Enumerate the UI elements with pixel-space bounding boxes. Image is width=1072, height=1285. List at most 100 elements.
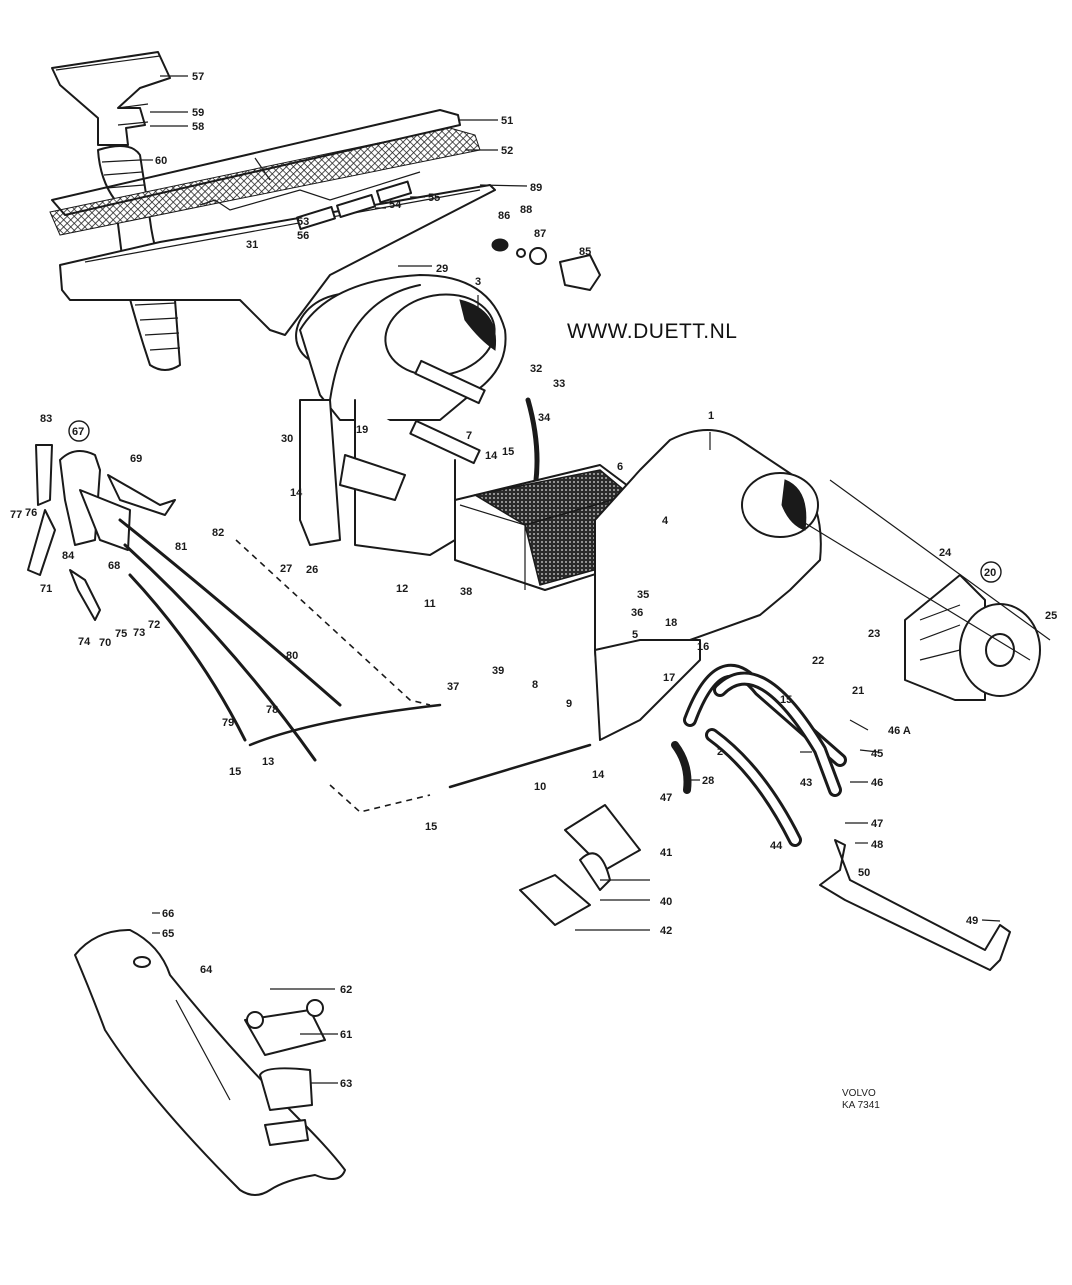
callout-50: 50 [858,867,870,879]
switch-assembly [491,238,601,291]
callout-65: 65 [162,928,174,940]
defroster-nozzle [51,51,171,146]
callout-25: 25 [1045,610,1057,622]
callout-66: 66 [162,908,174,920]
callout-15-left: 15 [229,766,241,778]
callout-67-circle [68,420,90,442]
callout-22: 22 [812,655,824,667]
callout-6: 6 [617,461,623,473]
callout-60: 60 [155,155,167,167]
callout-78: 78 [266,704,278,716]
heater-housing [594,429,822,741]
floor-plates [519,804,641,926]
callout-33: 33 [553,378,565,390]
callout-12: 12 [396,583,408,595]
callout-14-upper: 14 [485,450,498,462]
website-watermark: WWW.DUETT.NL [567,320,738,343]
callout-82: 82 [212,527,224,539]
callout-62: 62 [340,984,352,996]
defroster-duct [59,171,496,336]
callout-52: 52 [501,145,513,157]
callout-29: 29 [436,263,448,275]
callout-31: 31 [246,239,258,251]
callout-53: 53 [297,216,309,228]
callout-79: 79 [222,717,234,729]
callout-41: 41 [660,847,672,859]
callout-3: 3 [475,276,481,288]
callout-26: 26 [306,564,318,576]
callout-39: 39 [492,665,504,677]
callout-36: 36 [631,607,643,619]
callout-16: 16 [697,641,709,653]
callout-63: 63 [340,1078,352,1090]
callout-15-right: 15 [780,694,792,706]
callout-14-lower: 14 [592,769,605,781]
callout-81: 81 [175,541,187,553]
callout-4: 4 [662,515,669,527]
callout-72: 72 [148,619,160,631]
callout-20: 20 [984,567,996,579]
callout-46a: 46 A [888,725,911,737]
callout-68: 68 [108,560,120,572]
leader-lines [140,75,1001,1101]
callout-13: 13 [262,756,274,768]
heater-hoses [671,663,847,847]
callout-86: 86 [498,210,510,222]
callout-37: 37 [447,681,459,693]
callout-24: 24 [939,547,952,559]
callout-57: 57 [192,71,204,83]
callout-70: 70 [99,637,111,649]
callout-89: 89 [530,182,542,194]
publisher-label: VOLVO [842,1088,876,1099]
callout-21: 21 [852,685,864,697]
callout-55: 55 [428,192,440,204]
callout-14-mid: 14 [290,487,303,499]
callout-47-left: 47 [660,792,672,804]
callout-32: 32 [530,363,542,375]
callout-5: 5 [632,629,638,641]
callout-30: 30 [281,433,293,445]
callout-73: 73 [133,627,145,639]
fan-housing [295,274,540,556]
callout-47-right: 47 [871,818,883,830]
callout-42: 42 [660,925,672,937]
water-pipe [819,839,1011,971]
callout-75: 75 [115,628,127,640]
callout-69: 69 [130,453,142,465]
drawing-reference: VOLVO KA 7341 [842,1088,880,1112]
callout-2: 2 [717,746,723,758]
callout-44: 44 [770,840,783,852]
callout-61: 61 [340,1029,352,1041]
callout-11: 11 [424,598,436,610]
callout-15-upper: 15 [502,446,514,458]
callout-27: 27 [280,563,292,575]
callout-74: 74 [78,636,91,648]
callout-35: 35 [637,589,649,601]
callout-58: 58 [192,121,204,133]
callout-45: 45 [871,748,883,760]
callout-51: 51 [501,115,513,127]
control-cables [118,518,592,813]
callout-71: 71 [40,583,52,595]
callout-9: 9 [566,698,572,710]
callout-56: 56 [297,230,309,242]
callout-8: 8 [532,679,538,691]
callout-1: 1 [708,410,714,422]
callout-87: 87 [534,228,546,240]
callout-19: 19 [356,424,368,436]
callout-49: 49 [966,915,978,927]
callout-83: 83 [40,413,52,425]
callout-15-lower: 15 [425,821,437,833]
callout-77: 77 [10,509,22,521]
callout-34: 34 [538,412,551,424]
control-bracket [27,444,176,621]
callout-59: 59 [192,107,204,119]
callout-10: 10 [534,781,546,793]
callout-84: 84 [62,550,75,562]
callout-40: 40 [660,896,672,908]
callout-38: 38 [460,586,472,598]
callout-85: 85 [579,246,591,258]
callout-7: 7 [466,430,472,442]
callout-17: 17 [663,672,675,684]
